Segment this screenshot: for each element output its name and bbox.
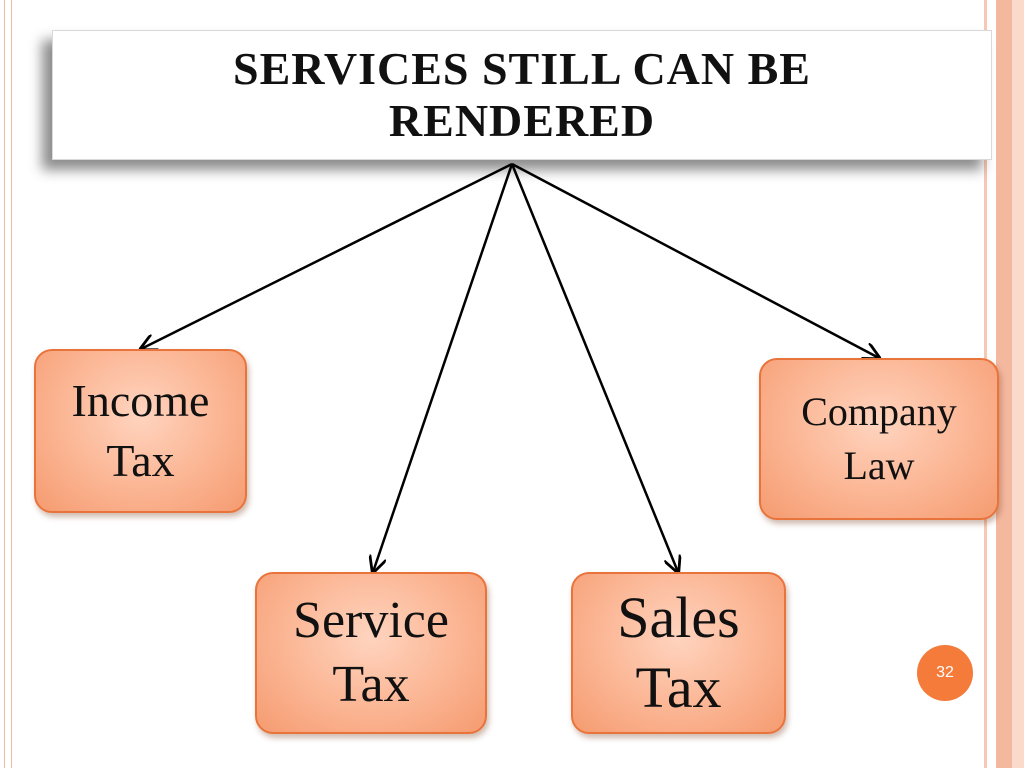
title-box: SERVICES STILL CAN BE RENDERED xyxy=(52,30,992,160)
edge-to-company-law xyxy=(511,162,879,358)
node-income-tax: Income Tax xyxy=(34,349,247,513)
node-service-tax: Service Tax xyxy=(255,572,487,734)
node-sales-tax: Sales Tax xyxy=(571,572,786,734)
left-border-decoration xyxy=(0,0,12,768)
slide-title: SERVICES STILL CAN BE RENDERED xyxy=(233,43,811,146)
edge-to-income-tax xyxy=(141,162,513,349)
edge-to-service-tax xyxy=(373,163,514,572)
node-company-law: Company Law xyxy=(759,358,999,520)
page-number-badge: 32 xyxy=(917,645,973,701)
edge-to-sales-tax xyxy=(510,163,678,572)
